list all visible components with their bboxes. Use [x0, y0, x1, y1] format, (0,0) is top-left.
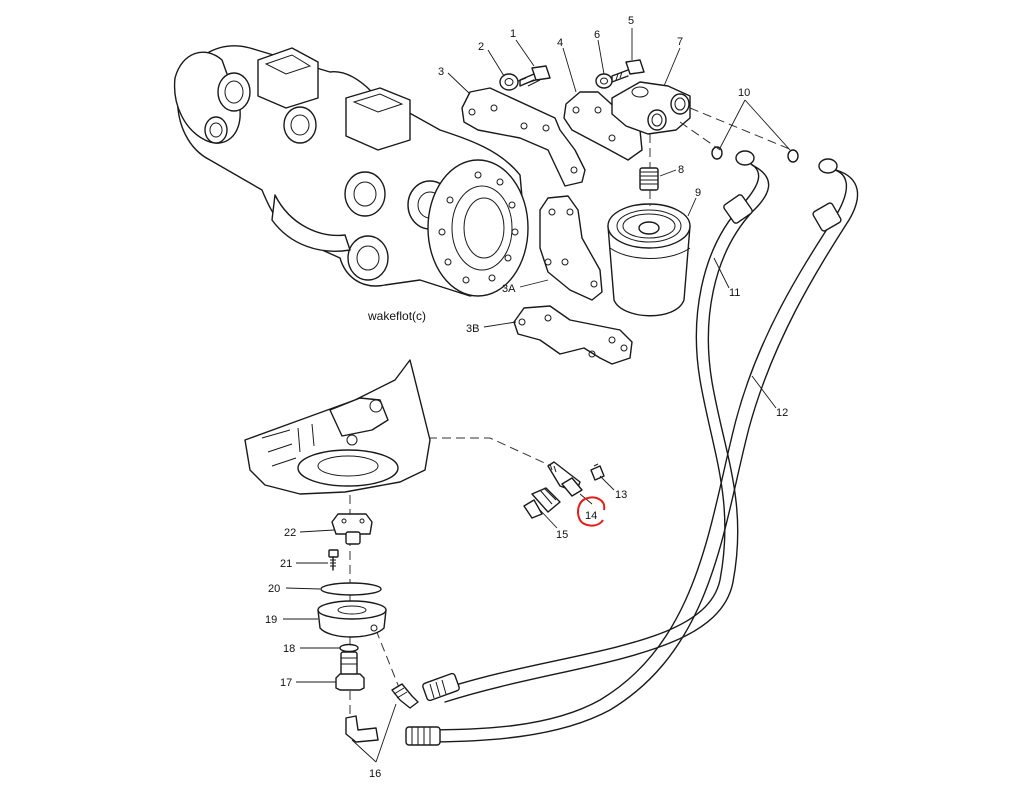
callout-11: 11: [729, 287, 740, 299]
callout-4: 4: [557, 37, 563, 49]
washer-2-drawing: [499, 73, 519, 91]
gasket-20-drawing: [320, 582, 382, 596]
callout-16: 16: [369, 768, 381, 780]
callout-22: 22: [284, 527, 296, 539]
fitting-17-drawing: [335, 651, 365, 691]
callout-15: 15: [556, 529, 568, 541]
hose-11-end-fitting-drawing: [422, 672, 460, 702]
adapter-housing-drawing: [244, 359, 431, 495]
callout-19: 19: [265, 614, 277, 626]
watermark-text: wakeflot(c): [367, 309, 426, 323]
tee-14-drawing: [547, 461, 583, 497]
leader-lines: [283, 28, 791, 763]
highlight-circle-callout-14: [577, 496, 606, 527]
callout-2: 2: [478, 41, 484, 53]
bolt-1-drawing: [515, 65, 551, 87]
filter-head-drawing: [611, 81, 691, 135]
bracket-3-drawing: [461, 87, 586, 187]
bracket-3b-drawing: [513, 305, 633, 365]
callout-17: 17: [280, 677, 292, 689]
callout-9: 9: [695, 187, 701, 199]
callout-20: 20: [268, 583, 280, 595]
callout-14: 14: [585, 510, 597, 522]
bracket-3a-drawing: [539, 195, 603, 301]
callout-10: 10: [738, 87, 750, 99]
bracket-4-drawing: [563, 91, 643, 161]
callout-13: 13: [615, 489, 627, 501]
callout-3a: 3A: [502, 283, 516, 295]
callout-6: 6: [594, 29, 600, 41]
callout-8: 8: [678, 164, 684, 176]
callout-1: 1: [510, 28, 516, 40]
callout-18: 18: [283, 643, 295, 655]
callout-7: 7: [677, 36, 683, 48]
callout-3b: 3B: [466, 323, 479, 335]
callout-12: 12: [776, 407, 788, 419]
callout-5: 5: [628, 15, 634, 27]
o-ring-18-drawing: [339, 643, 359, 653]
hose-11-drawing: [439, 150, 770, 703]
callout-3: 3: [438, 66, 444, 78]
elbow-16-drawing: [345, 683, 419, 743]
o-ring-10-drawing: [711, 146, 799, 163]
pressure-switch-15-drawing: [523, 487, 561, 519]
engine-block-drawing: [173, 45, 529, 297]
oil-filter-9-drawing: [607, 203, 691, 317]
callout-21: 21: [280, 558, 292, 570]
hose-12-drawing: [405, 158, 859, 746]
adapter-19-drawing: [317, 600, 387, 638]
sensor-block-22-drawing: [331, 513, 373, 545]
washer-6-drawing: [595, 73, 613, 89]
screw-21-drawing: [328, 549, 339, 571]
nipple-8-drawing: [639, 167, 659, 191]
callout-labels: 1 2 3 4 5 6 7 8 9 10 11 12 3A 3B 13 14 1…: [265, 15, 788, 780]
bolt-5-drawing: [611, 59, 645, 83]
